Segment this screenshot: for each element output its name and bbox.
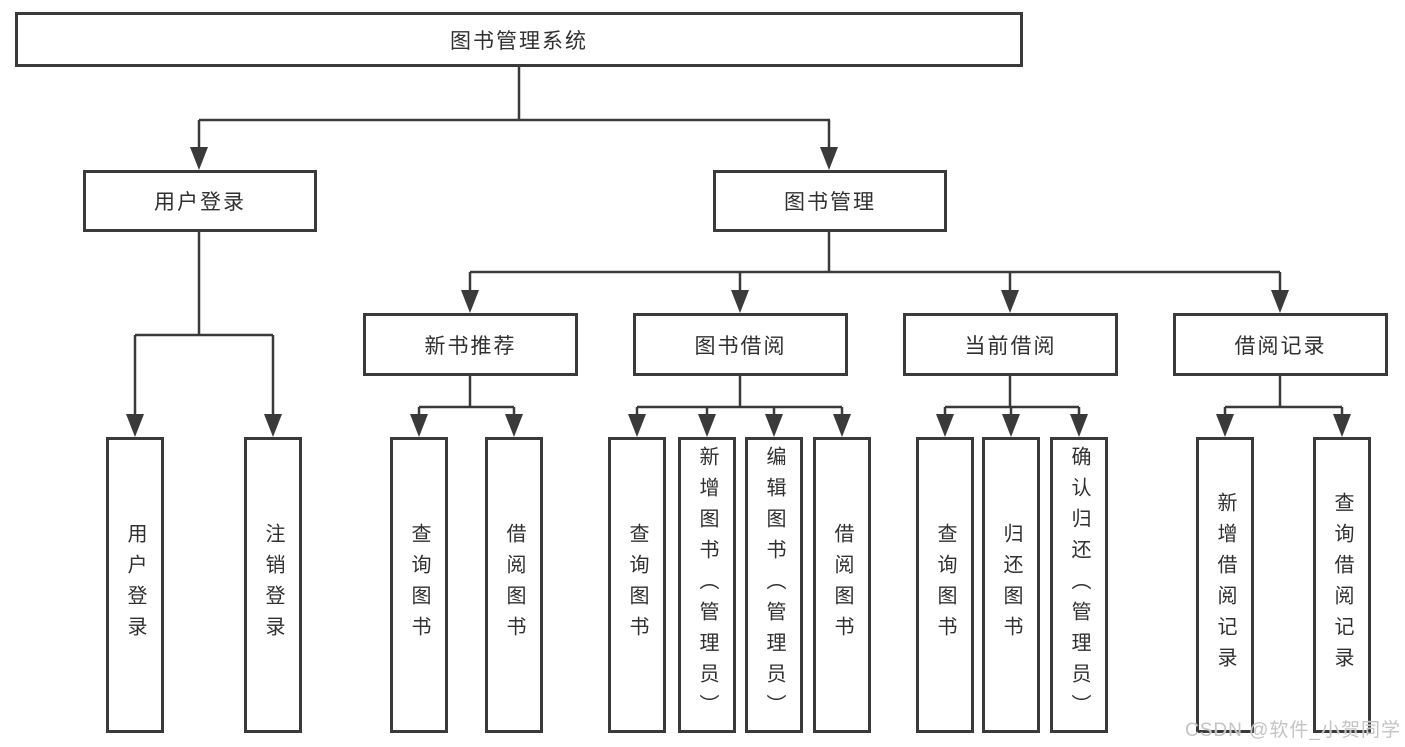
arrowhead-icons: [126, 147, 1351, 437]
leaf-query-books-borrowing: 查询图书: [608, 437, 666, 733]
leaf-logout-login: 注销登录: [244, 437, 302, 733]
node-book-management: 图书管理: [713, 170, 947, 232]
leaf-borrow-books-recommend: 借阅图书: [485, 437, 543, 733]
csdn-watermark: CSDN @软件_小贺同学: [1185, 720, 1401, 741]
leaf-query-books-current: 查询图书: [916, 437, 974, 733]
node-new-book-recommend: 新书推荐: [363, 313, 578, 376]
node-library-management-system: 图书管理系统: [15, 12, 1023, 67]
node-user-login: 用户登录: [83, 170, 317, 232]
node-current-borrowing: 当前借阅: [903, 313, 1118, 376]
leaf-query-borrow-record: 查询借阅记录: [1313, 437, 1371, 733]
leaf-add-books-admin: 新增图书（管理员）: [678, 437, 736, 733]
leaf-query-books-recommend: 查询图书: [390, 437, 448, 733]
leaf-user-login: 用户登录: [106, 437, 164, 733]
leaf-borrow-books: 借阅图书: [813, 437, 871, 733]
node-book-borrowing: 图书借阅: [633, 313, 848, 376]
leaf-add-borrow-record: 新增借阅记录: [1196, 437, 1254, 733]
node-borrowing-records: 借阅记录: [1173, 313, 1388, 376]
leaf-confirm-return-admin: 确认归还（管理员）: [1050, 437, 1108, 733]
leaf-return-books: 归还图书: [982, 437, 1040, 733]
leaf-edit-books-admin: 编辑图书（管理员）: [745, 437, 803, 733]
